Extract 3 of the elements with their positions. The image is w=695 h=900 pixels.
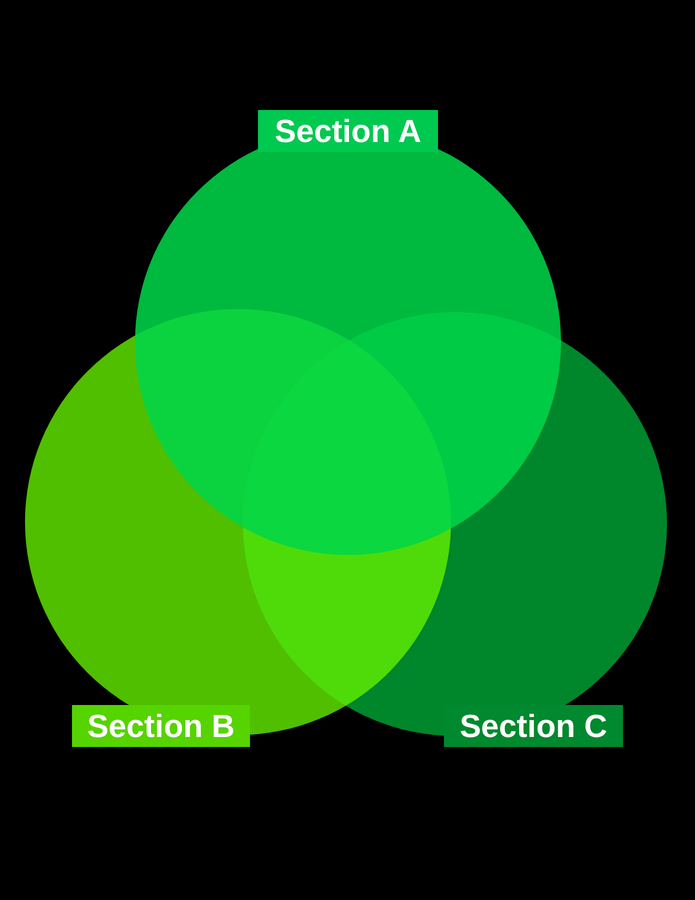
section-label: Section C (444, 705, 623, 747)
section-label: Section A (258, 110, 438, 152)
section-label: Section B (72, 705, 250, 747)
